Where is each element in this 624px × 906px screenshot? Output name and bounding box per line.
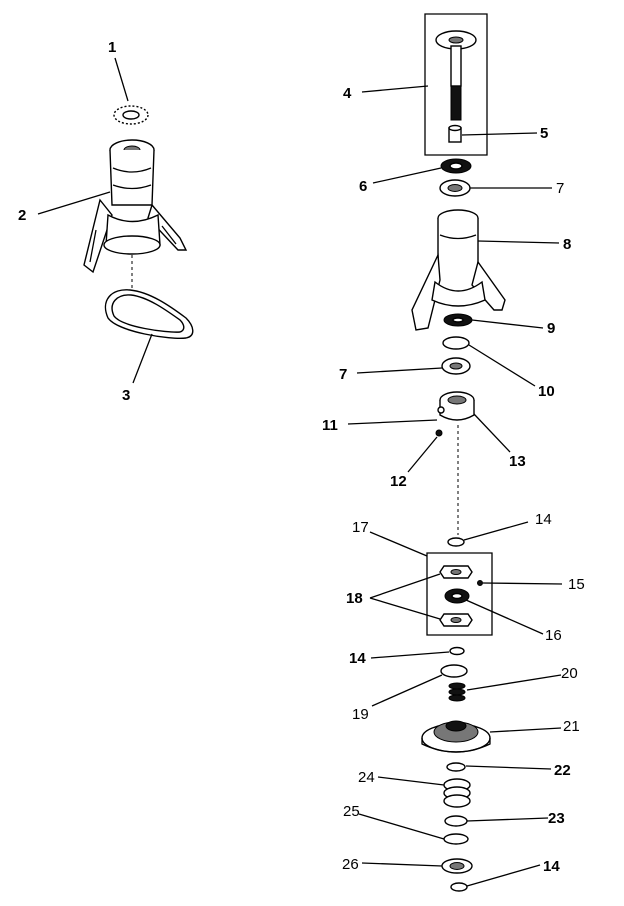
leader-lines: [37, 57, 563, 887]
label-19: 19: [352, 706, 369, 723]
label-13: 13: [509, 453, 526, 470]
part-5-pin: [448, 124, 462, 143]
label-6: 6: [359, 178, 367, 195]
part-14-washer-middle: [449, 646, 465, 656]
label-7-upper: 7: [556, 180, 564, 197]
part-15-pin: [477, 580, 483, 586]
part-1-gasket: [113, 105, 149, 125]
part-24-spring: [443, 778, 471, 808]
label-14-middle: 14: [349, 650, 366, 667]
part-number-labels: 1 2 3 4 5 6 7 8 9 7 10 11 12 13 14 15 16…: [18, 39, 585, 875]
label-14-upper: 14: [535, 511, 552, 528]
label-15: 15: [568, 576, 585, 593]
part-12-screw: [435, 429, 443, 437]
part-26-bearing: [441, 858, 473, 874]
label-12: 12: [390, 473, 407, 490]
part-16-gear: [444, 588, 470, 604]
part-14-washer-upper: [447, 537, 465, 547]
label-26: 26: [342, 856, 359, 873]
part-8-gear-housing: [411, 209, 506, 331]
part-7-bearing-upper: [439, 179, 471, 197]
label-21: 21: [563, 718, 580, 735]
part-20-spring: [448, 682, 466, 702]
label-22: 22: [554, 762, 571, 779]
part-18-plates: [439, 565, 473, 627]
label-2: 2: [18, 207, 26, 224]
label-16: 16: [545, 627, 562, 644]
part-11-set-screw: [437, 406, 445, 414]
label-20: 20: [561, 665, 578, 682]
label-14-lower: 14: [543, 858, 560, 875]
label-9: 9: [547, 320, 555, 337]
part-7-bearing-lower: [441, 357, 471, 375]
part-3-belt: [104, 289, 194, 340]
label-25: 25: [343, 803, 360, 820]
part-14-washer-lower: [450, 882, 468, 892]
part-22-washer: [446, 762, 466, 772]
part-13-collar: [439, 391, 475, 421]
label-4: 4: [343, 85, 352, 102]
label-11: 11: [322, 417, 338, 434]
part-2-drive-housing: [83, 139, 188, 274]
label-7-lower: 7: [339, 366, 347, 383]
part-23-washer: [444, 815, 468, 827]
label-5: 5: [540, 125, 548, 142]
part-4-shaft: [424, 13, 488, 156]
label-17: 17: [352, 519, 369, 536]
label-8: 8: [563, 236, 571, 253]
label-24: 24: [358, 769, 375, 786]
part-19-ring: [440, 664, 468, 678]
label-10: 10: [538, 383, 555, 400]
label-3: 3: [122, 387, 130, 404]
part-6-bearing: [440, 158, 472, 174]
label-1: 1: [108, 39, 116, 56]
part-21-pulley: [421, 720, 491, 753]
part-10-retaining-ring: [442, 336, 470, 350]
part-17-kit-box: [426, 552, 493, 636]
label-18: 18: [346, 590, 363, 607]
part-9-seal: [443, 313, 473, 327]
label-23: 23: [548, 810, 565, 827]
part-25-washer: [443, 833, 469, 845]
